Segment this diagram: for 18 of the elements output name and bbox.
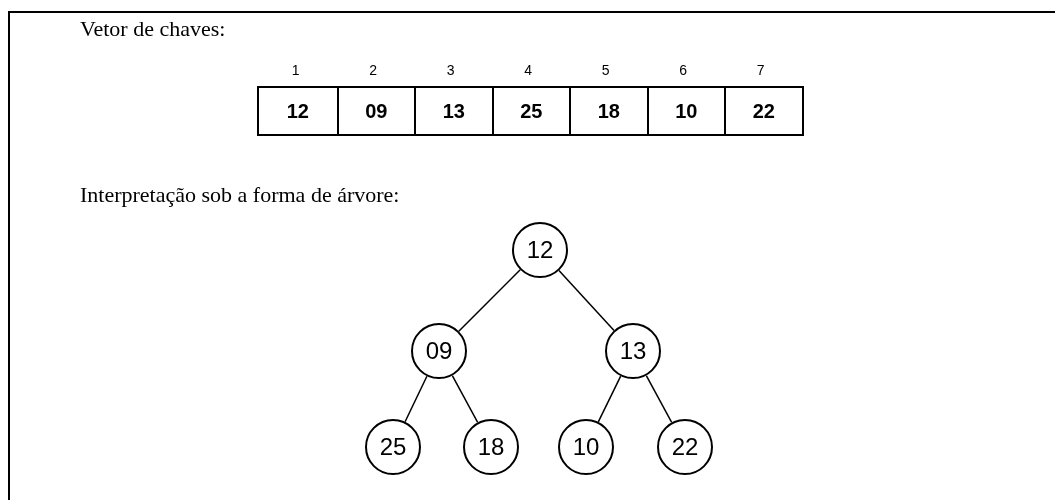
index-number: 5 bbox=[600, 63, 611, 77]
heading: Interpretação sob a forma de árvore: bbox=[80, 184, 400, 206]
array-cell: 10 bbox=[646, 88, 724, 134]
index-number: 4 bbox=[523, 63, 534, 77]
array-cell: 13 bbox=[414, 88, 492, 134]
array-cell: 25 bbox=[491, 88, 569, 134]
heading: Vetor de chaves: bbox=[80, 18, 226, 40]
array-cell: 18 bbox=[569, 88, 647, 134]
array-cell-text: 12 bbox=[285, 99, 310, 124]
array-cell: 09 bbox=[336, 88, 414, 134]
array-cell: 22 bbox=[724, 88, 802, 134]
index-number: 3 bbox=[445, 63, 456, 77]
index-number: 1 bbox=[290, 63, 301, 77]
tree-edge bbox=[458, 269, 521, 332]
tree-edge bbox=[558, 269, 615, 332]
index-number: 6 bbox=[678, 63, 689, 77]
index-number: 7 bbox=[755, 63, 766, 77]
index-number: 2 bbox=[368, 63, 379, 77]
